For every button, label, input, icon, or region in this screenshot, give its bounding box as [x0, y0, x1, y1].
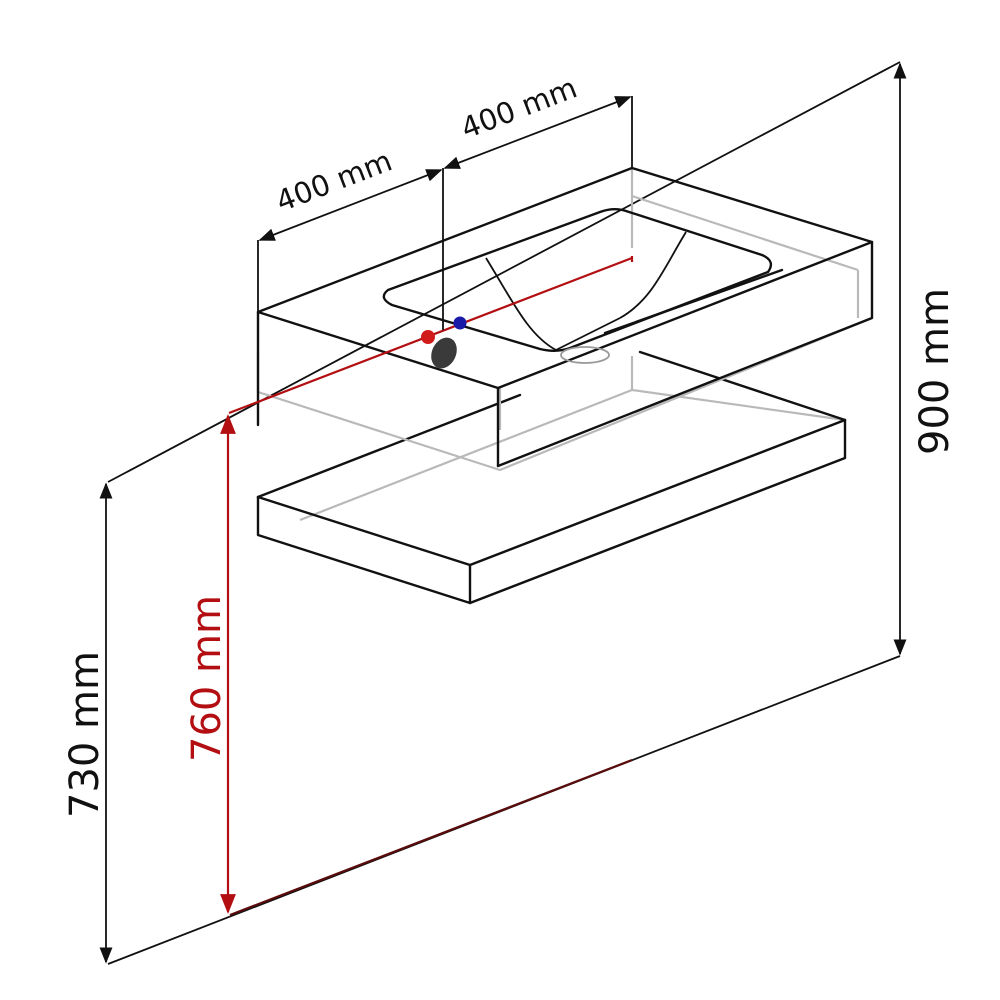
- drain-icon: [560, 346, 610, 364]
- basin-counter: [256, 166, 874, 472]
- supply-line-group: [228, 256, 634, 415]
- supply-height-dimension: 760 mm: [184, 414, 236, 914]
- basin-rim: [382, 208, 773, 352]
- shelf-top-back-right-edge: [638, 350, 847, 422]
- hot-valve-icon: [421, 330, 435, 344]
- total-height-label: 900 mm: [912, 288, 958, 455]
- basin-slope-left: [485, 257, 557, 351]
- wall-reference-lines: [107, 61, 901, 965]
- floor-wall-red-segment: [229, 758, 633, 917]
- supply-height-label: 760 mm: [184, 595, 230, 762]
- shelf-top-back-left-edge: [256, 393, 522, 499]
- dim-arrow-width-left: [258, 169, 443, 241]
- shelf-side-face: [468, 418, 847, 605]
- counter-hidden-bottom: [257, 316, 873, 472]
- width-left-label: 400 mm: [271, 143, 396, 218]
- basin-overflow-slot: [603, 268, 784, 335]
- counter-hidden-inner-1: [631, 194, 859, 272]
- cold-valve-icon: [453, 316, 467, 330]
- total-height-dimension: 900 mm: [893, 62, 958, 656]
- shelf-height-dimension: 730 mm: [62, 482, 113, 964]
- shelf-front-face: [256, 495, 472, 605]
- top-wall-line: [107, 61, 901, 483]
- width-right-label: 400 mm: [456, 70, 581, 145]
- basin-slope-right: [619, 231, 687, 319]
- shelf-hidden-edges: [299, 388, 846, 522]
- basin-bottom-edge: [555, 317, 621, 351]
- shelf-height-label: 730 mm: [62, 651, 108, 818]
- dim-arrow-width-right: [443, 96, 632, 169]
- lower-shelf: [256, 350, 847, 605]
- counter-spacer: [258, 392, 430, 440]
- counter-side-bottom: [496, 240, 874, 468]
- drain-pipe-icon: [431, 337, 457, 369]
